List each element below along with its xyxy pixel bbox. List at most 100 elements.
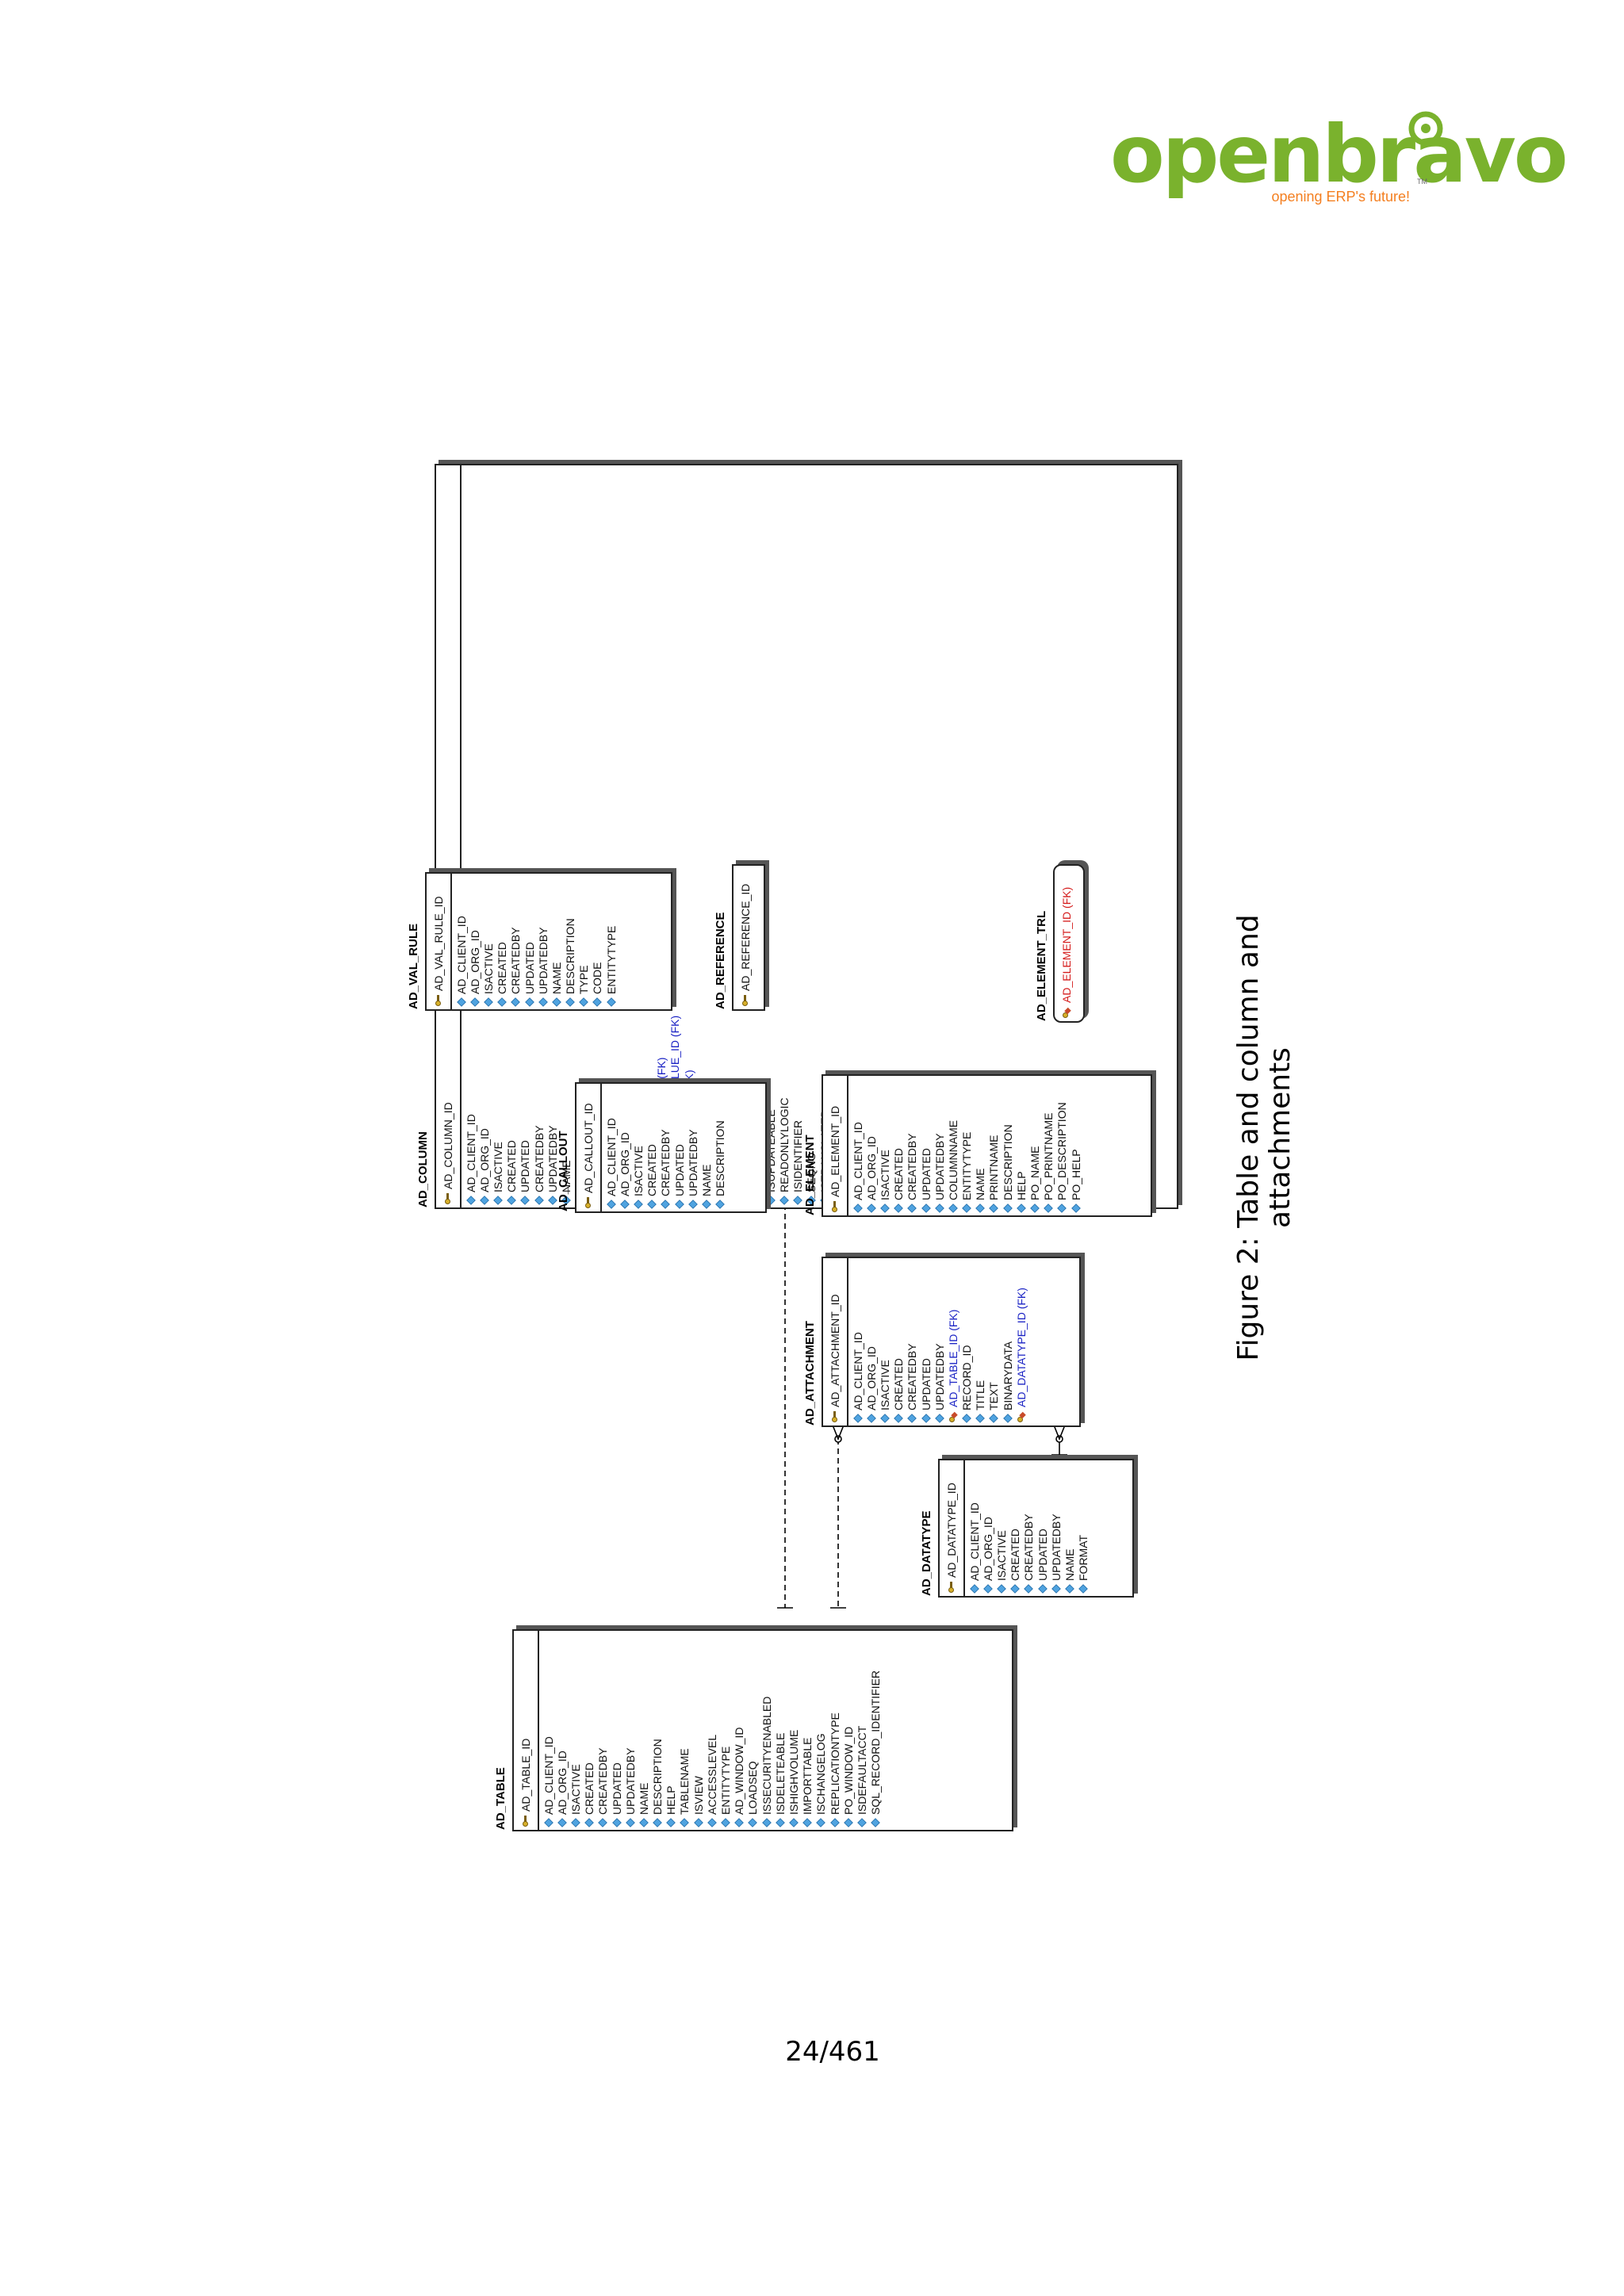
attribute-icon: [634, 1200, 643, 1209]
attribute-icon: [571, 1818, 580, 1827]
attribute-name: CREATED: [645, 1144, 659, 1196]
attribute-name: UPDATEDBY: [933, 1133, 946, 1200]
attribute-row: CREATEDBY: [906, 1258, 919, 1423]
attribute-icon: [493, 1196, 503, 1205]
attribute-icon: [479, 1196, 489, 1205]
attribute-icon: [975, 1414, 986, 1423]
attribute-row: UPDATED: [919, 1076, 933, 1213]
attribute-name: AD_CLIENT_ID: [851, 1332, 864, 1410]
attribute-icon: [857, 1818, 867, 1827]
attribute-name: TYPE: [577, 965, 591, 994]
attribute-row: UPDATED: [523, 874, 536, 1007]
attribute-name: CREATED: [583, 1762, 596, 1815]
attribute-name: NAME: [699, 1164, 713, 1196]
attribute-icon: [975, 1203, 986, 1213]
attribute-name: AD_TABLE_ID (FK): [946, 1309, 959, 1407]
attribute-icon: [584, 1818, 594, 1827]
attribute-icon: [866, 1414, 876, 1423]
attribute-name: CREATEDBY: [532, 1125, 546, 1192]
attribute-icon: [674, 1200, 684, 1209]
attribute-icon: [666, 1818, 676, 1827]
attribute-row: SQL_RECORD_IDENTIFIER: [869, 1631, 883, 1827]
attribute-row: CREATED: [505, 465, 519, 1205]
attribute-icon: [829, 1818, 840, 1827]
attribute-name: AD_DATATYPE_ID (FK): [1014, 1288, 1028, 1407]
attribute-icon: [702, 1200, 711, 1209]
attribute-row: ISVIEW: [691, 1631, 705, 1827]
attribute-name: DESCRIPTION: [714, 1120, 727, 1196]
attribute-row: UPDATED: [1036, 1460, 1049, 1594]
attribute-row: AD_CLIENT_ID: [454, 874, 468, 1007]
attribute-icon: [606, 997, 616, 1007]
attribute-row: CREATEDBY: [532, 465, 546, 1205]
attribute-name: AD_CLIENT_ID: [604, 1118, 618, 1196]
attribute-name: ISDEFAULTACCT: [855, 1725, 868, 1815]
attribute-row: PO_WINDOW_ID: [841, 1631, 855, 1827]
attribute-name: REPLICATIONTYPE: [828, 1712, 841, 1815]
attribute-row: RECORD_ID: [960, 1258, 974, 1423]
attribute-row: ISACTIVE: [631, 1084, 645, 1209]
attribute-name: CREATEDBY: [596, 1747, 610, 1815]
crowfoot: [831, 1422, 845, 1441]
attribute-name: ENTITYTYPE: [960, 1131, 974, 1200]
attribute-name: CREATED: [1009, 1529, 1022, 1581]
attribute-name: UPDATEDBY: [933, 1343, 946, 1410]
attribute-name: UPDATED: [519, 1140, 532, 1192]
entity-title: AD_ATTACHMENT: [803, 1321, 817, 1425]
attribute-row: UPDATED: [610, 1631, 623, 1827]
attribute-icon: [520, 1196, 530, 1205]
attribute-name: NAME: [974, 1168, 987, 1200]
attribute-name: UPDATED: [919, 1358, 933, 1410]
attribute-row: ISACTIVE: [994, 1460, 1008, 1594]
attribute-row: NAME: [974, 1076, 987, 1213]
attribute-name: ISCHANGELOG: [814, 1733, 828, 1815]
attribute-row: CREATEDBY: [906, 1076, 919, 1213]
attribute-name: UPDATED: [672, 1144, 686, 1196]
attribute-name: CREATEDBY: [906, 1133, 919, 1200]
attribute-row: ISCHANGELOG: [814, 1631, 828, 1827]
attribute-row: PO_NAME: [1028, 1076, 1041, 1213]
logo-swirl-icon: [1408, 111, 1443, 146]
attribute-row: NAME: [699, 1084, 713, 1209]
attribute-name: UPDATED: [919, 1148, 933, 1200]
logo-wordmark: openbravo: [1110, 108, 1568, 201]
attribute-icon: [579, 997, 589, 1007]
attribute-icon: [907, 1203, 917, 1213]
attribute-icon: [469, 997, 480, 1007]
attribute-name: UPDATEDBY: [623, 1747, 637, 1815]
attribute-name: CREATEDBY: [659, 1129, 672, 1196]
attribute-row: AD_CLIENT_ID: [542, 1631, 555, 1827]
attribute-icon: [538, 997, 548, 1007]
attribute-icon: [761, 1818, 772, 1827]
attribute-icon: [543, 1818, 553, 1827]
attribute-row: ISDEFAULTACCT: [855, 1631, 868, 1827]
attribute-icon: [852, 1414, 863, 1423]
attribute-row: REPLICATIONTYPE: [828, 1631, 841, 1827]
attribute-icon: [921, 1203, 931, 1213]
pk-attribute: AD_TABLE_ID: [519, 1738, 532, 1812]
attribute-name: TEXT: [987, 1382, 1001, 1410]
attribute-icon: [997, 1584, 1006, 1594]
entity-title: AD_CALLOUT: [557, 1131, 570, 1211]
attribute-row: AD_DATATYPE_ID (FK): [1014, 1258, 1028, 1422]
attribute-icon: [511, 997, 521, 1007]
attribute-icon: [647, 1200, 657, 1209]
pk-attribute: AD_VAL_RULE_ID: [432, 896, 445, 991]
attribute-row: PO_PRINTNAME: [1042, 1076, 1055, 1213]
attribute-row: CREATEDBY: [1022, 1460, 1036, 1594]
pk-attribute: AD_COLUMN_ID: [442, 1102, 454, 1189]
attribute-name: CREATED: [892, 1148, 906, 1200]
attribute-row: PO_DESCRIPTION: [1055, 1076, 1069, 1213]
attribute-row: UPDATEDBY: [623, 1631, 637, 1827]
entity-title: AD_ELEMENT_TRL: [1035, 910, 1048, 1021]
foreign-key-icon: [948, 1411, 958, 1422]
attribute-name: TITLE: [974, 1380, 987, 1410]
attribute-icon: [1002, 1414, 1013, 1423]
attribute-icon: [1010, 1584, 1020, 1594]
attribute-name: AD_CLIENT_ID: [454, 916, 468, 994]
